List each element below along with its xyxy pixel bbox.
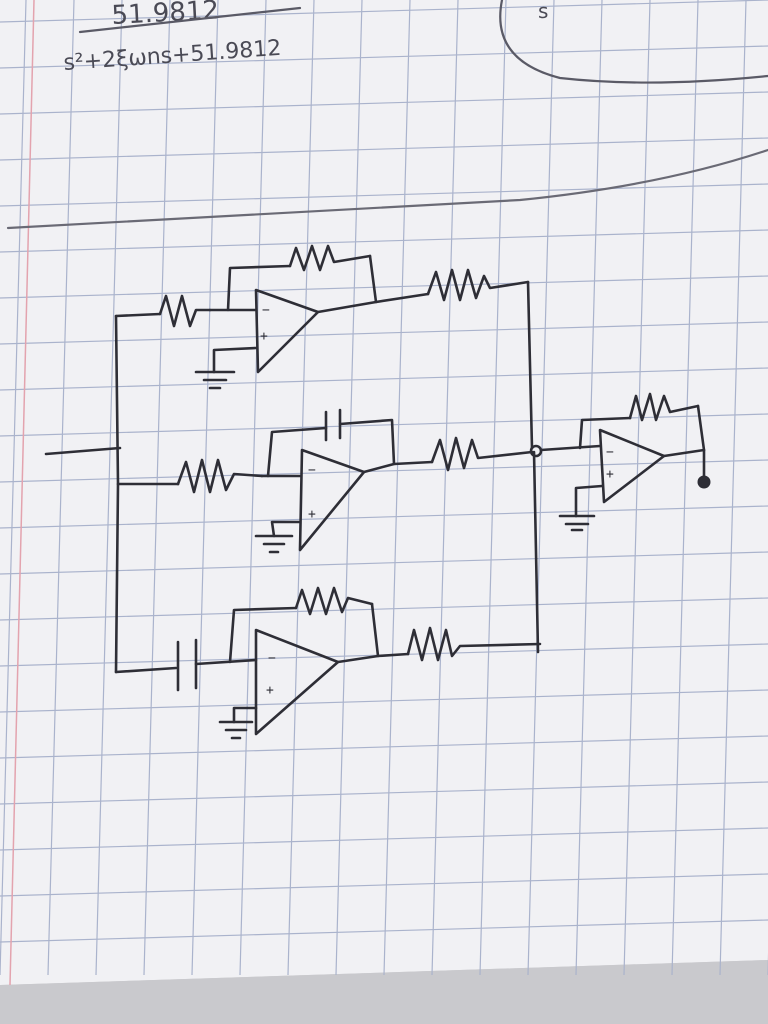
m-input-resistor [176, 458, 264, 494]
grid-line-vertical [335, 0, 363, 976]
grid-line-horizontal [0, 413, 768, 437]
middle-stage: − + [116, 408, 534, 554]
grid-line-horizontal [0, 45, 768, 69]
grid-line-vertical [479, 0, 507, 976]
i-ground-symbol [218, 720, 254, 740]
grid-line-horizontal [0, 183, 768, 207]
grid-line-vertical [527, 0, 555, 976]
grid-line-horizontal [0, 873, 768, 897]
output-terminal [697, 475, 711, 489]
m-inverting-sign: − [308, 463, 316, 478]
p-to-sum-wire [526, 280, 534, 450]
grid-line-vertical [191, 0, 219, 976]
p-opamp [254, 288, 320, 374]
grid-line-horizontal [0, 919, 768, 943]
i-node-wire [194, 658, 258, 666]
i-feedback-wire-left [228, 606, 298, 664]
sum-opamp [598, 428, 666, 504]
i-input-wire [114, 666, 178, 674]
divider-stroke [6, 148, 768, 230]
grid-line-vertical [671, 0, 699, 976]
i-summing-resistor [406, 626, 542, 662]
input-wire [44, 446, 122, 456]
grid-line-horizontal [0, 137, 768, 161]
p-input-resistor [158, 294, 212, 328]
grid-line-horizontal [0, 827, 768, 851]
grid-line-vertical [623, 0, 651, 976]
summing-stage: − + [529, 392, 711, 532]
m-ground-symbol [254, 534, 294, 554]
sum-inverting-sign: − [606, 445, 614, 460]
grid-line-vertical [143, 0, 171, 976]
m-noninverting-sign: + [308, 507, 316, 522]
p-output-wire [316, 292, 430, 314]
fraction-bar [78, 6, 302, 34]
i-inverting-sign: − [268, 651, 276, 666]
sum-input-wire [539, 444, 602, 452]
grid-line-horizontal [0, 275, 768, 299]
corner-fragment-text: s [538, 0, 548, 23]
p-feedback-wire-right [368, 254, 378, 304]
sum-output-wire [662, 448, 706, 480]
i-ground-wire [232, 706, 258, 724]
grid-line-vertical [95, 0, 123, 976]
m-ground-wire [270, 520, 302, 538]
corner-arc [499, 0, 768, 84]
sum-ground-symbol [558, 514, 596, 532]
margin-line [9, 0, 35, 986]
grid-line-horizontal [0, 781, 768, 805]
m-feedback-wire-right [338, 418, 396, 466]
sum-feedback-resistor [628, 392, 700, 422]
i-feedback-resistor [294, 586, 374, 616]
p-feedback-resistor [288, 244, 372, 272]
m-summing-resistor [430, 436, 534, 472]
grid-line-horizontal [0, 321, 768, 345]
p-ground-wire [212, 346, 258, 374]
grid-line-horizontal [0, 551, 768, 575]
i-output-wire [336, 652, 410, 664]
p-ground-symbol [194, 370, 236, 390]
grid-line-horizontal [0, 0, 768, 23]
m-output-wire [362, 460, 434, 474]
sum-feedback-wire-right [696, 404, 706, 452]
grid-line-horizontal [0, 505, 768, 529]
sum-ground-wire [574, 484, 604, 518]
grid-line-horizontal [0, 229, 768, 253]
grid-line-vertical [0, 0, 27, 976]
proportional-stage: − + [114, 244, 534, 450]
grid-line-vertical [47, 0, 75, 976]
i-feedback-wire-right [370, 602, 380, 658]
grid-line-horizontal [0, 735, 768, 759]
grid-line-horizontal [0, 689, 768, 713]
grid-line-vertical [383, 0, 411, 976]
grid-line-horizontal [0, 459, 768, 483]
m-opamp [298, 448, 366, 552]
grid-line-horizontal [0, 367, 768, 391]
grid-line-horizontal [0, 597, 768, 621]
grid-line-vertical [431, 0, 459, 976]
i-opamp [254, 628, 340, 736]
sum-noninverting-sign: + [606, 467, 614, 482]
p-input-wire [114, 312, 162, 318]
page-shadow [0, 960, 768, 1024]
i-to-sum-wire [532, 450, 540, 654]
i-noninverting-sign: + [266, 683, 274, 698]
p-feedback-wire-left [226, 264, 292, 312]
paper-sheet [0, 0, 768, 985]
p-summing-resistor [426, 268, 530, 302]
sum-feedback-wire-left [578, 416, 632, 450]
p-noninverting-sign: + [260, 329, 268, 344]
grid-line-horizontal [0, 91, 768, 115]
integrator-stage: − + [114, 450, 542, 740]
grid-line-vertical [719, 0, 747, 976]
p-inverting-sign: − [262, 303, 270, 318]
grid-line-vertical [239, 0, 267, 976]
m-feedback-wire-left [266, 426, 328, 478]
